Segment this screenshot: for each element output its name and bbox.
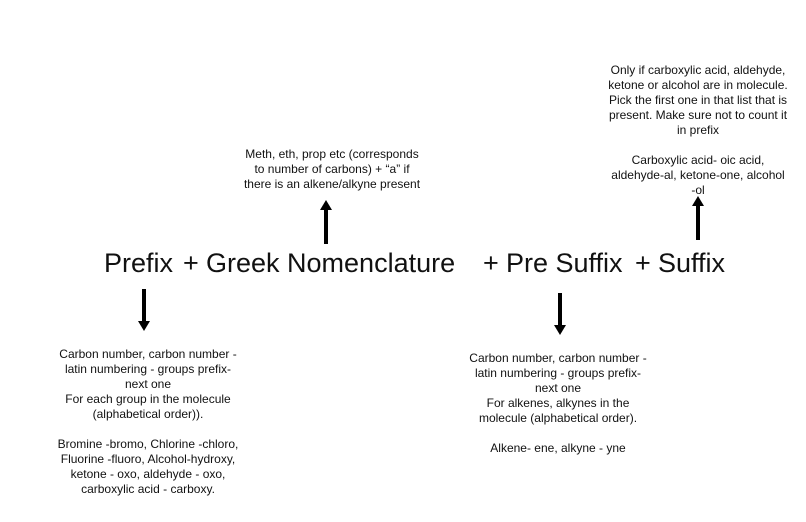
naming-formula: Prefix + Greek Nomenclature + Pre Suffix… [0,245,806,281]
formula-plus-sign: + [183,248,199,278]
greek-nomenclature-note: Meth, eth, prop etc (corresponds to numb… [243,147,421,191]
prefix-note: Carbon number, carbon number - latin num… [57,347,239,496]
formula-plus-sign: + [635,248,651,278]
formula-pre-suffix: Pre Suffix [506,248,623,278]
formula-suffix: Suffix [658,248,726,278]
formula-plus-sign: + [483,248,499,278]
pre-suffix-note: Carbon number, carbon number - latin num… [469,351,647,455]
suffix-note: Only if carboxylic acid, aldehyde, keton… [608,63,788,197]
arrow-down-prefix-icon [138,289,150,331]
arrow-up-suffix-icon [692,196,704,240]
formula-prefix: Prefix [104,248,174,278]
arrow-up-greek-icon [320,200,332,244]
arrow-down-presuffix-icon [554,293,566,335]
formula-greek-nomenclature: Greek Nomenclature [206,248,456,278]
